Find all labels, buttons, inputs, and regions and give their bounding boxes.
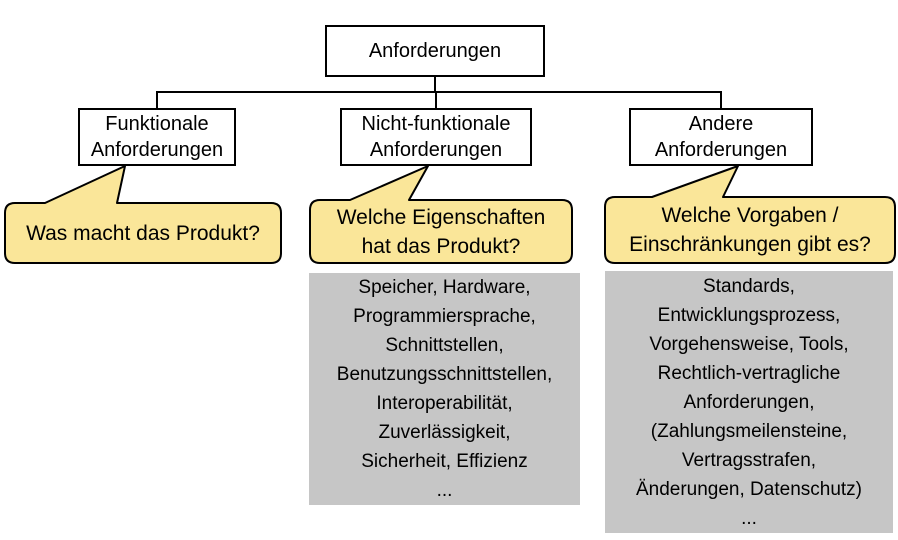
- node-label: Andere Anforderungen: [654, 113, 788, 161]
- node-funktionale-anforderungen: Funktionale Anforderungen: [78, 108, 236, 166]
- speech-bubble-shape-right: [604, 165, 896, 264]
- speech-bubble-shape-middle: [309, 165, 573, 264]
- speech-bubble-question: Was macht das Produkt?: [26, 221, 260, 245]
- examples-list: Speicher, Hardware, Programmiersprache, …: [336, 277, 553, 501]
- speech-bubble-left: Was macht das Produkt?: [5, 203, 281, 263]
- speech-bubble-middle: Welche Eigenschaften hat das Produkt?: [310, 200, 572, 263]
- node-andere-anforderungen: Andere Anforderungen: [629, 108, 813, 166]
- examples-box-nicht-funktionale: Speicher, Hardware, Programmiersprache, …: [309, 273, 580, 505]
- node-nicht-funktionale-anforderungen: Nicht-funktionale Anforderungen: [340, 108, 532, 166]
- speech-bubble-right: Welche Vorgaben / Einschränkungen gibt e…: [605, 197, 895, 263]
- tree-connectors: [156, 77, 722, 108]
- examples-box-andere: Standards, Entwicklungsprozess, Vorgehen…: [605, 271, 893, 533]
- examples-list: Standards, Entwicklungsprozess, Vorgehen…: [635, 275, 863, 529]
- root-node-label: Anforderungen: [368, 40, 502, 62]
- root-node-anforderungen: Anforderungen: [325, 25, 545, 77]
- speech-bubble-question: Welche Vorgaben / Einschränkungen gibt e…: [629, 204, 871, 256]
- node-label: Nicht-funktionale Anforderungen: [361, 113, 511, 161]
- node-label: Funktionale Anforderungen: [90, 113, 224, 161]
- speech-bubble-question: Welche Eigenschaften hat das Produkt?: [336, 205, 546, 258]
- speech-bubble-shape-left: [4, 165, 282, 264]
